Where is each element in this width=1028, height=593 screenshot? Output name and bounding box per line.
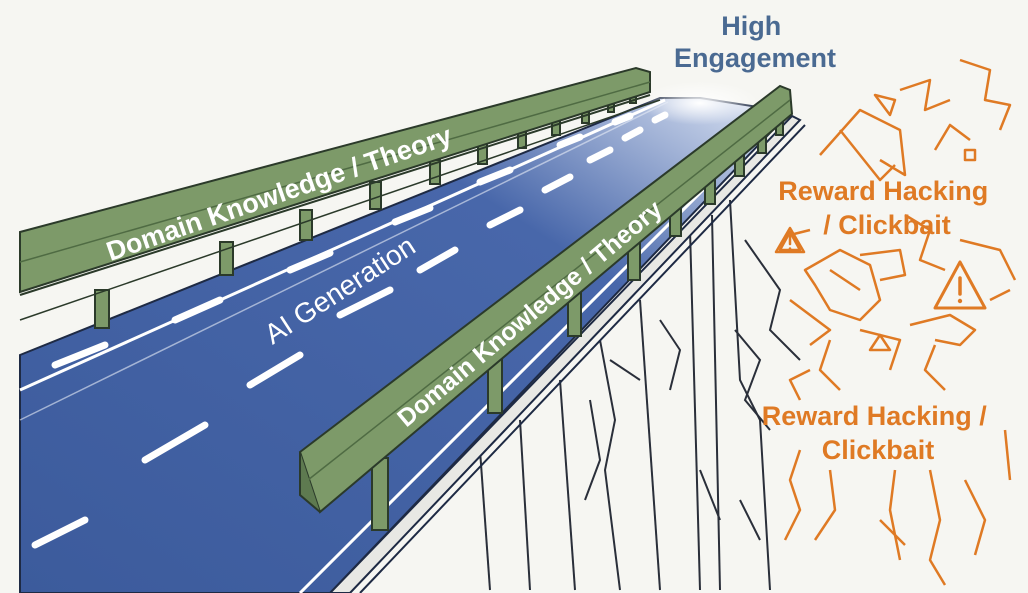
hazard-lower-label: Reward Hacking / Clickbait — [762, 401, 995, 465]
lane-markings — [31, 111, 669, 549]
hazard-lower-line-1: Reward Hacking / — [762, 401, 988, 431]
destination-label: High Engagement — [674, 11, 836, 73]
cliff-lineart — [479, 199, 801, 591]
hazard-upper-label: Reward Hacking / Clickbait — [778, 176, 996, 240]
hazard-lower-line-2: Clickbait — [822, 435, 935, 465]
hazard-upper-line-1: Reward Hacking — [778, 176, 988, 206]
warning-small-icon — [774, 226, 806, 254]
hazard-upper-line-2: / Clickbait — [823, 210, 951, 240]
hazard-debris — [778, 58, 1017, 586]
destination-label-line-2: Engagement — [674, 43, 836, 73]
horizon-glow — [640, 81, 760, 125]
destination-label-line-1: High — [721, 11, 781, 41]
warning-icon — [933, 260, 987, 310]
